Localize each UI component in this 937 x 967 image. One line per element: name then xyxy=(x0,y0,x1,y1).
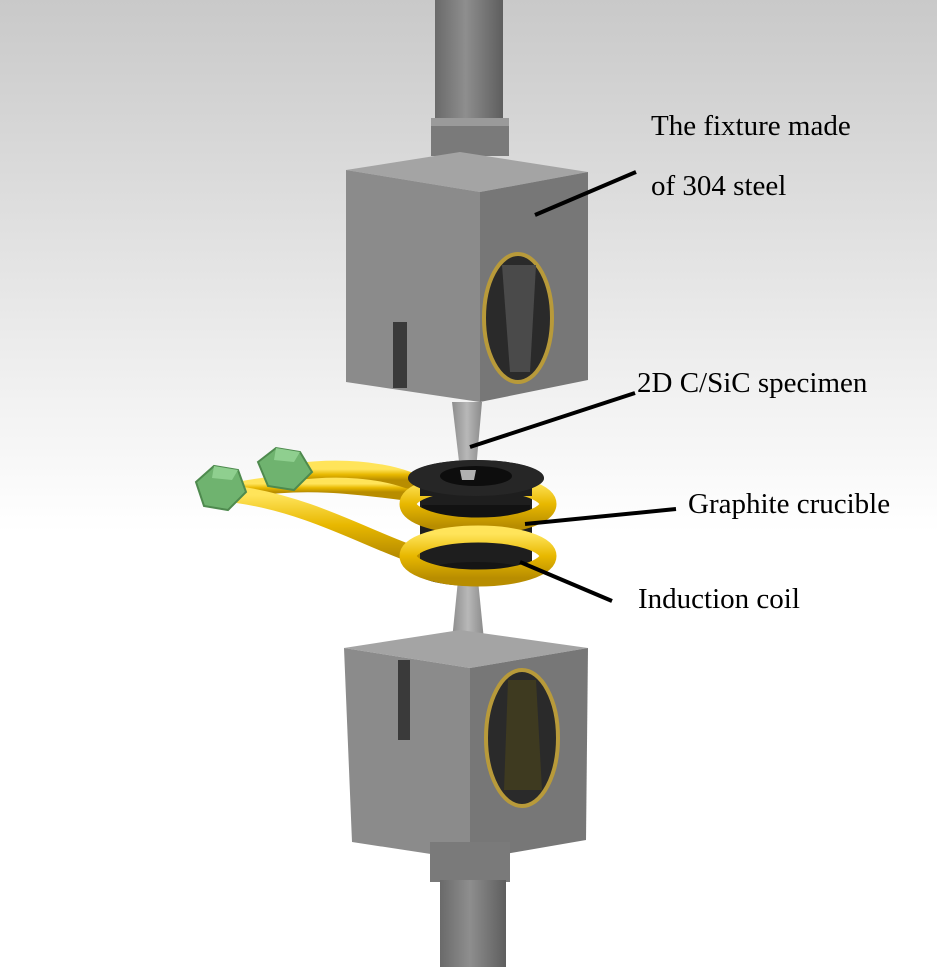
nut-fitting-left xyxy=(194,464,248,512)
label-fixture-line2: of 304 steel xyxy=(651,170,787,202)
nut-fitting-right xyxy=(256,446,314,492)
leader-specimen xyxy=(469,391,636,449)
leader-fixture xyxy=(534,170,637,217)
leader-coil xyxy=(519,560,613,603)
label-crucible: Graphite crucible xyxy=(688,488,891,520)
induction-coil xyxy=(399,460,557,587)
upper-fixture-block xyxy=(346,152,588,402)
specimen-lower xyxy=(452,580,484,640)
lower-fixture-block xyxy=(344,630,588,860)
leader-crucible xyxy=(524,507,677,526)
lower-pull-rod xyxy=(440,880,506,967)
label-specimen: 2D C/SiC specimen xyxy=(637,367,868,399)
lower-rod-collar xyxy=(430,842,510,882)
label-coil: Induction coil xyxy=(638,583,800,615)
label-fixture-line1: The fixture made xyxy=(651,110,851,142)
upper-pull-rod xyxy=(435,0,503,125)
specimen-upper xyxy=(452,402,482,470)
